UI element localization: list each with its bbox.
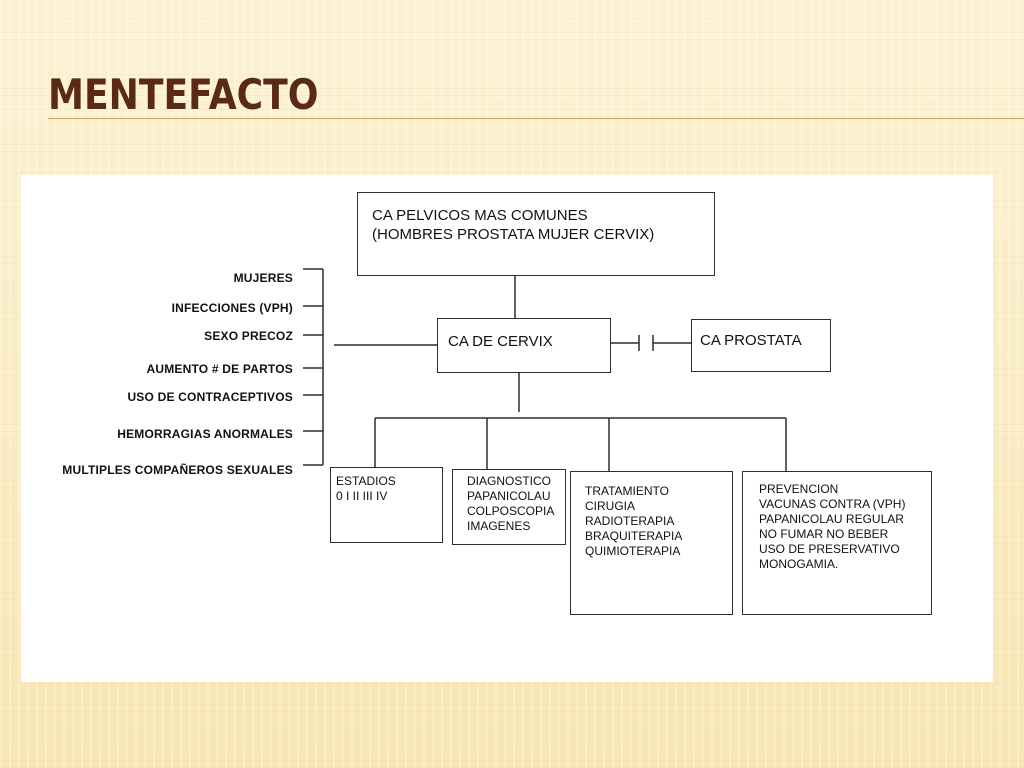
risk-factor-hemorragias: HEMORRAGIAS ANORMALES	[117, 427, 293, 441]
risk-factor-partos: AUMENTO # DE PARTOS	[146, 362, 293, 376]
estadios-box: ESTADIOS 0 I II III IV	[330, 467, 443, 543]
risk-factor-companeros: MULTIPLES COMPAÑEROS SEXUALES	[62, 463, 293, 477]
title-underline	[48, 118, 1024, 119]
prevencion-box: PREVENCION VACUNAS CONTRA (VPH) PAPANICO…	[742, 471, 932, 615]
risk-factor-sexo-precoz: SEXO PRECOZ	[204, 329, 293, 343]
central-concept-box: CA DE CERVIX	[437, 318, 611, 373]
risk-factor-contraceptivos: USO DE CONTRACEPTIVOS	[127, 390, 293, 404]
top-concept-box: CA PELVICOS MAS COMUNES (HOMBRES PROSTAT…	[357, 192, 715, 276]
exclusion-box: CA PROSTATA	[691, 319, 831, 372]
tratamiento-box: TRATAMIENTO CIRUGIA RADIOTERAPIA BRAQUIT…	[570, 471, 733, 615]
risk-factor-infecciones: INFECCIONES (VPH)	[171, 301, 293, 315]
slide-title: MENTEFACTO	[48, 70, 319, 119]
diagram-panel: CA PELVICOS MAS COMUNES (HOMBRES PROSTAT…	[21, 175, 993, 682]
diagnostico-box: DIAGNOSTICO PAPANICOLAU COLPOSCOPIA IMAG…	[452, 469, 566, 545]
connector-lines	[303, 268, 787, 471]
risk-factor-mujeres: MUJERES	[233, 271, 293, 285]
